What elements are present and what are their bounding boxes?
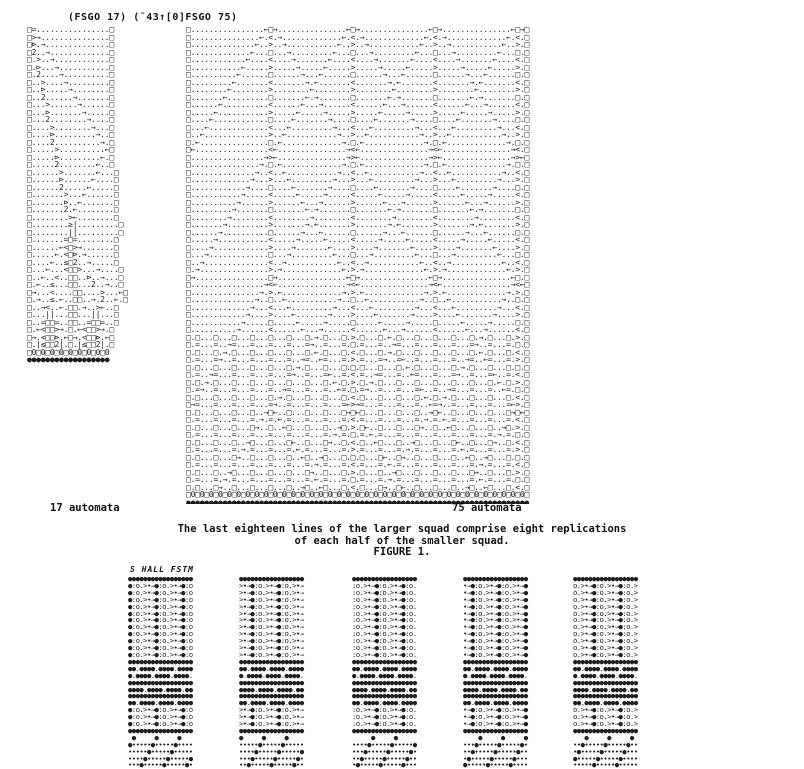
small-figure-title: S HALL FSTM bbox=[130, 565, 194, 574]
small-panel-1: ●●●●●●●●●●●●●●●●● ●:o.>•→●:o.>•→●:o ●:o.… bbox=[128, 576, 193, 769]
squad-75-automata-grid: □................←□→...............←□→..… bbox=[186, 26, 529, 504]
label-75-automata: 75 automata bbox=[452, 502, 522, 514]
label-17-automata: 17 automata bbox=[50, 502, 120, 514]
small-panel-5: ●●●●●●●●●●●●●●●●● o.>•→●:o.>•→●:o.> o.>•… bbox=[573, 576, 638, 769]
small-panel-4: ●●●●●●●●●●●●●●●●● •→●:o.>•→●:o.>•→● •→●:… bbox=[463, 576, 528, 769]
figure-caption-line-2: of each half of the smaller squad. bbox=[294, 535, 510, 547]
figure-header-expression: (FSGO 17) (¯43↑[0]FSGO 75) bbox=[68, 12, 238, 23]
figure-caption-line-1: The last eighteen lines of the larger sq… bbox=[177, 523, 627, 535]
small-panel-3: ●●●●●●●●●●●●●●●●● :o.>•→●:o.>•→●:o. :o.>… bbox=[352, 576, 417, 769]
figure-number: FIGURE 1. bbox=[373, 546, 431, 558]
small-panel-2: ●●●●●●●●●●●●●●●●● >•→●:o.>•→●:o.>•→ >•→●… bbox=[239, 576, 304, 769]
squad-17-automata-grid: □=................□ □>→...............□ … bbox=[27, 26, 128, 364]
